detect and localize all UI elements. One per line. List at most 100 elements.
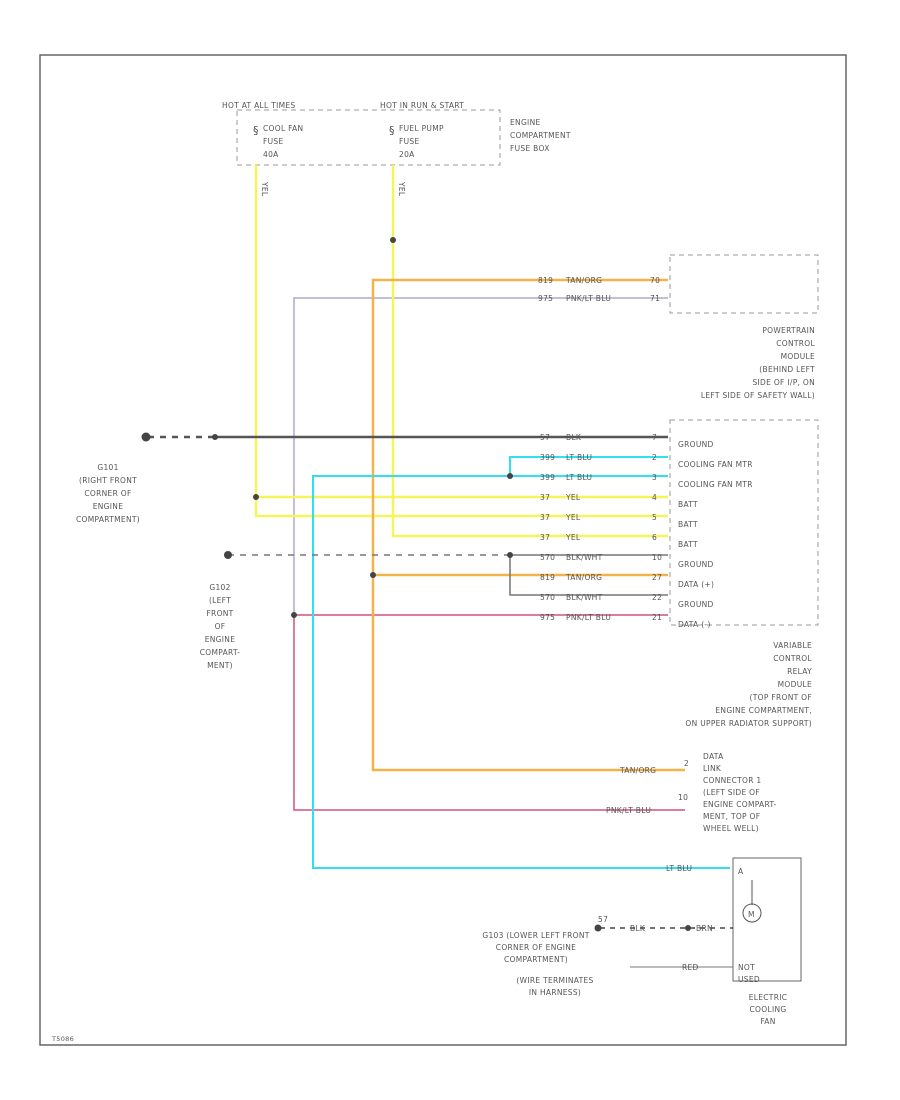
relay-wire-color-27: TAN/ORG xyxy=(565,573,602,582)
relay-label-line-7: ON UPPER RADIATOR SUPPORT) xyxy=(685,719,812,728)
electric-cooling-fan: LT BLU A M 57 BLK BRN RED NOT USED ELECT… xyxy=(594,857,802,1026)
wire-pink-relay xyxy=(293,614,685,811)
dlc-wire2-label: PNK/LT BLU xyxy=(606,806,651,815)
fan-not-used-wire-label: RED xyxy=(682,963,699,972)
splice-dot xyxy=(370,572,376,578)
figure-id: T5086 xyxy=(51,1035,74,1043)
wire-orange-pcm xyxy=(371,278,685,772)
fan-ground-splice xyxy=(685,925,691,931)
fuse2-line2: FUSE xyxy=(399,137,420,146)
fuse1-wire-label: YEL xyxy=(260,181,269,197)
pcm-label-line-3: MODULE xyxy=(781,352,815,361)
fuse-box-label-3: FUSE BOX xyxy=(510,144,550,153)
fan-outline xyxy=(732,857,802,982)
pcm-wire-color-70: TAN/ORG xyxy=(565,276,602,285)
pcm-pin-70: 70 xyxy=(650,276,660,285)
wire-cyan-fan xyxy=(312,475,730,869)
hot-in-run-start-label: HOT IN RUN & START xyxy=(380,101,464,110)
relay-pin-4: 4 xyxy=(652,493,657,502)
g103-label-line-2: CORNER OF ENGINE xyxy=(496,943,576,952)
relay-wire-color-22: BLK/WHT xyxy=(566,593,603,602)
dlc-label-line-5: ENGINE COMPART- xyxy=(703,800,777,809)
relay-pin-7: 7 xyxy=(652,433,657,442)
pcm-pin-71: 71 xyxy=(650,294,660,303)
wire-cyan-branch xyxy=(509,456,668,476)
g101-label-line-1: G101 xyxy=(97,463,118,472)
g103-label-line-3: COMPARTMENT) xyxy=(504,955,568,964)
wire-yellow-fuse1 xyxy=(254,165,668,518)
relay-circuit-10: 570 xyxy=(540,553,555,562)
relay-terminal-2: COOLING FAN MTR xyxy=(678,460,753,469)
dlc-label-line-7: WHEEL WELL) xyxy=(703,824,759,833)
relay-terminal-7: GROUND xyxy=(678,440,714,449)
relay-label-line-6: ENGINE COMPARTMENT, xyxy=(715,706,812,715)
relay-circuit-2: 399 xyxy=(540,453,555,462)
fuse1-line1: COOL FAN xyxy=(263,124,303,133)
pcm-label-line-1: POWERTRAIN xyxy=(762,326,815,335)
fuse2-line1: FUEL PUMP xyxy=(399,124,444,133)
dlc-label-line-1: DATA xyxy=(703,752,724,761)
relay-circuit-21: 975 xyxy=(540,613,555,622)
relay-terminal-27: DATA (+) xyxy=(678,580,714,589)
fuse2-line3: 20A xyxy=(399,150,415,159)
fan-motor-icon xyxy=(742,903,762,923)
relay-pin-22: 22 xyxy=(652,593,662,602)
data-link-connector: TAN/ORG 2 PNK/LT BLU 10 DATALINKCONNECTO… xyxy=(606,752,777,833)
fan-ground-circuit: 57 xyxy=(598,915,608,924)
fuel-pump-fuse: § FUEL PUMP FUSE 20A xyxy=(389,124,444,159)
relay-terminal-3: COOLING FAN MTR xyxy=(678,480,753,489)
g102-label-line-5: ENGINE xyxy=(205,635,236,644)
relay-pin-2: 2 xyxy=(652,453,657,462)
relay-wire-color-10: BLK/WHT xyxy=(566,553,603,562)
fan-label-line-1: ELECTRIC xyxy=(749,993,788,1002)
diagram-frame xyxy=(39,54,847,1046)
terminates-label-line-2: IN HARNESS) xyxy=(529,988,581,997)
fuse1-symbol: § xyxy=(253,124,259,137)
relay-terminal-4: BATT xyxy=(678,500,698,509)
relay-circuit-4: 37 xyxy=(540,493,550,502)
fuse-box-label-2: COMPARTMENT xyxy=(510,131,571,140)
relay-pin-3: 3 xyxy=(652,473,657,482)
relay-terminal-6: BATT xyxy=(678,540,698,549)
relay-circuit-7: 57 xyxy=(540,433,550,442)
fan-ground-pin: BRN xyxy=(696,924,713,933)
relay-pin-6: 6 xyxy=(652,533,657,542)
fan-label-line-3: FAN xyxy=(760,1017,775,1026)
fuse1-line2: FUSE xyxy=(263,137,284,146)
g102-label-line-7: MENT) xyxy=(207,661,233,670)
fan-motor-symbol: M xyxy=(748,910,755,919)
fuse-box: HOT AT ALL TIMES HOT IN RUN & START § CO… xyxy=(222,101,571,166)
relay-wire-color-3: LT BLU xyxy=(566,473,592,482)
relay-pin-21: 21 xyxy=(652,613,662,622)
pcm-circuit-71: 975 xyxy=(538,294,553,303)
fuse-box-label-1: ENGINE xyxy=(510,118,541,127)
relay-label-line-5: (TOP FRONT OF xyxy=(750,693,812,702)
g103-label-line-1: G103 (LOWER LEFT FRONT xyxy=(482,931,589,940)
pcm-label-line-2: CONTROL xyxy=(776,339,815,348)
splice-dot xyxy=(212,434,218,440)
g101-label-line-4: ENGINE xyxy=(93,502,124,511)
relay-label-line-1: VARIABLE xyxy=(773,641,812,650)
dlc-label-line-3: CONNECTOR 1 xyxy=(703,776,762,785)
relay-wire-color-7: BLK xyxy=(566,433,582,442)
relay-circuit-5: 37 xyxy=(540,513,550,522)
g101-label-line-5: COMPARTMENT) xyxy=(76,515,140,524)
splice-dot xyxy=(390,237,396,243)
fuse-box-outline xyxy=(236,109,501,166)
splice-dot xyxy=(507,552,513,558)
fan-not-used-1: NOT xyxy=(738,963,755,972)
relay-circuit-6: 37 xyxy=(540,533,550,542)
relay-pin-10: 10 xyxy=(652,553,662,562)
relay-terminal-5: BATT xyxy=(678,520,698,529)
pcm-circuit-70: 819 xyxy=(538,276,553,285)
ground-g103-symbol xyxy=(594,924,602,932)
fan-ground-wire-label: BLK xyxy=(630,924,646,933)
g102-label-line-2: (LEFT xyxy=(209,596,231,605)
relay-label-line-2: CONTROL xyxy=(773,654,812,663)
ground-g101-symbol xyxy=(141,432,151,442)
dlc-label-line-4: (LEFT SIDE OF xyxy=(703,788,760,797)
pcm-label-line-4: (BEHIND LEFT xyxy=(759,365,815,374)
g101-label-line-2: (RIGHT FRONT xyxy=(79,476,137,485)
g102-label-line-3: FRONT xyxy=(206,609,233,618)
fuse2-symbol: § xyxy=(389,124,395,137)
